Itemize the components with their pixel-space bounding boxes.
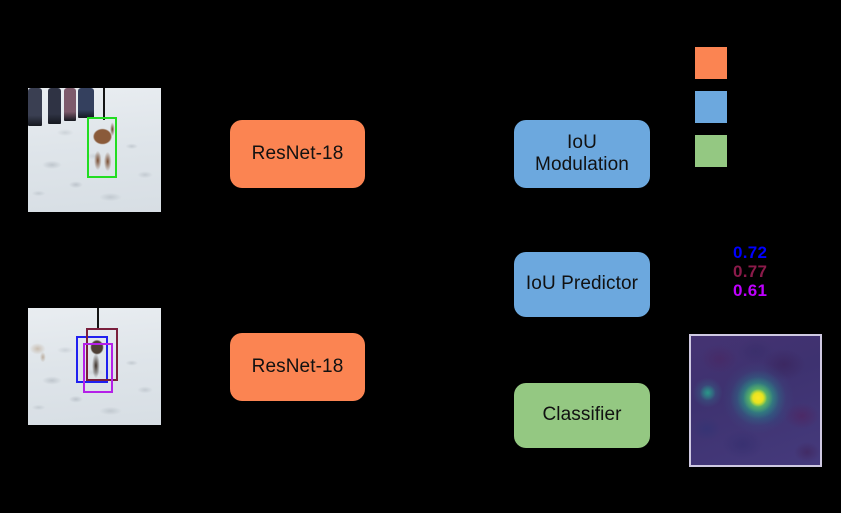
iou-modulation-label: IoU Modulation — [535, 131, 629, 175]
classifier-label: Classifier — [542, 404, 622, 426]
background-person — [48, 88, 61, 124]
backbone-reference-label: ResNet-18 — [251, 142, 344, 164]
backbone-test-label: ResNet-18 — [251, 355, 344, 377]
leash-line — [103, 88, 105, 120]
legend-iou-branch-swatch — [695, 91, 727, 123]
backbone-reference-block[interactable]: ResNet-18 — [230, 120, 365, 188]
test-target-dog — [88, 338, 106, 380]
candidate-box-magenta — [83, 343, 113, 393]
background-person — [64, 88, 76, 121]
reference-target-dog — [90, 122, 116, 174]
iou-modulation-block[interactable]: IoU Modulation — [514, 120, 650, 188]
leash-line — [97, 308, 99, 328]
backbone-test-block[interactable]: ResNet-18 — [230, 333, 365, 401]
reference-image-panel — [28, 88, 161, 212]
candidate-box-blue — [76, 336, 108, 383]
groundtruth-box — [87, 117, 117, 178]
background-person — [78, 88, 94, 118]
background-person — [28, 88, 42, 126]
classifier-block[interactable]: Classifier — [514, 383, 650, 448]
iou-score-blue: 0.72 — [733, 243, 768, 262]
test-image-panel — [28, 308, 161, 425]
distractor-object — [28, 340, 52, 362]
iou-predictor-block[interactable]: IoU Predictor — [514, 252, 650, 317]
iou-score-magenta: 0.61 — [733, 281, 768, 300]
legend-backbone-swatch — [695, 47, 727, 79]
candidate-box-maroon — [86, 328, 118, 381]
heatmap-peak-layer — [691, 336, 820, 465]
classification-score-map — [689, 334, 822, 467]
legend-classifier-swatch — [695, 135, 727, 167]
iou-predictor-label: IoU Predictor — [525, 273, 639, 295]
iou-score-maroon: 0.77 — [733, 262, 768, 281]
